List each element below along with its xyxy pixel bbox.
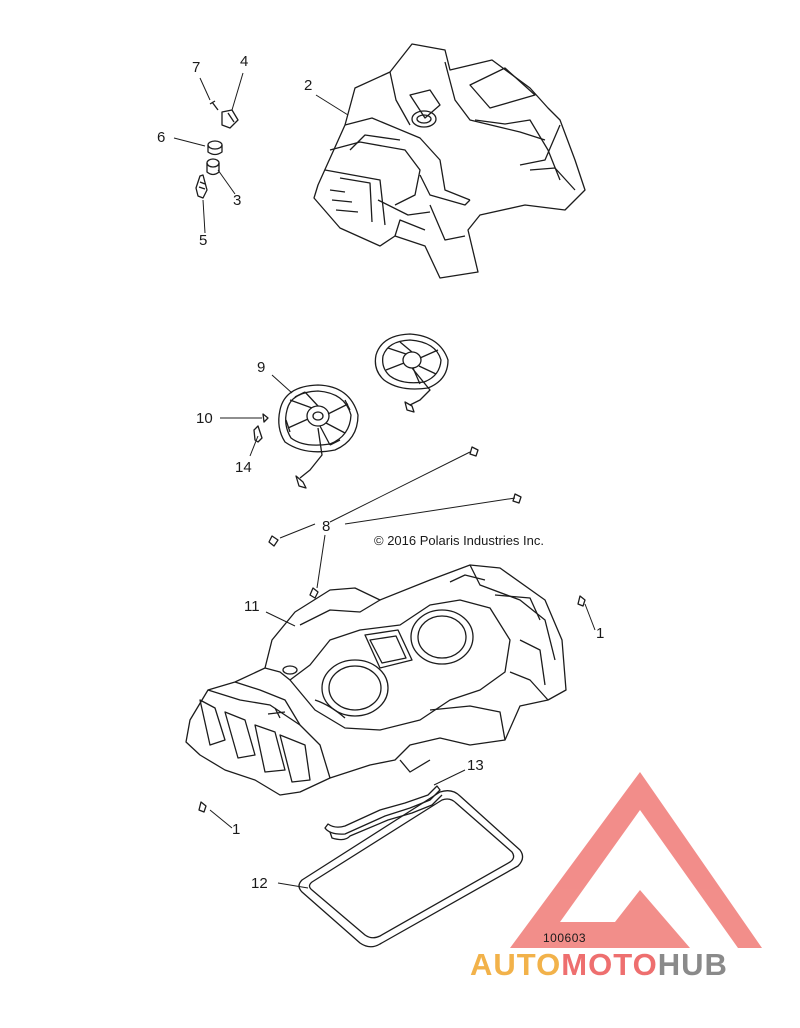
brand-hub: HUB: [657, 947, 728, 982]
callout-4: 4: [240, 53, 249, 70]
callout-2: 2: [304, 77, 313, 94]
copyright-notice: © 2016 Polaris Industries Inc.: [374, 533, 544, 548]
callout-14: 14: [235, 459, 252, 476]
cooling-fan-rear: [374, 333, 449, 413]
watermark-brand: AUTOMOTOHUB: [470, 947, 728, 983]
drawing-number: 100603: [543, 931, 587, 945]
body-panel-bottom: [185, 564, 567, 796]
callout-13: 13: [467, 757, 484, 774]
callout-10: 10: [196, 410, 213, 427]
fan-hardware: [253, 413, 269, 443]
watermark-logo: [510, 772, 762, 948]
callout-5: 5: [199, 232, 208, 249]
callout-1-right: 1: [596, 625, 605, 642]
callout-7: 7: [192, 59, 201, 76]
screws-1: [198, 595, 586, 813]
gasket-frame: [298, 790, 524, 948]
callout-6: 6: [157, 129, 166, 146]
leader-lines: [173, 72, 596, 889]
callout-1-left: 1: [232, 821, 241, 838]
callout-8: 8: [322, 518, 331, 535]
brand-moto: MOTO: [561, 947, 658, 982]
body-panel-top: [313, 43, 586, 279]
cooling-fan-front: [278, 384, 359, 489]
brand-auto: AUTO: [470, 947, 562, 982]
callout-11: 11: [244, 598, 260, 615]
callout-3: 3: [233, 192, 242, 209]
seal-strip: [324, 785, 443, 841]
callout-12: 12: [251, 875, 268, 892]
screws-8: [268, 446, 522, 599]
hardware-group-top: [195, 100, 239, 199]
callout-9: 9: [257, 359, 266, 376]
